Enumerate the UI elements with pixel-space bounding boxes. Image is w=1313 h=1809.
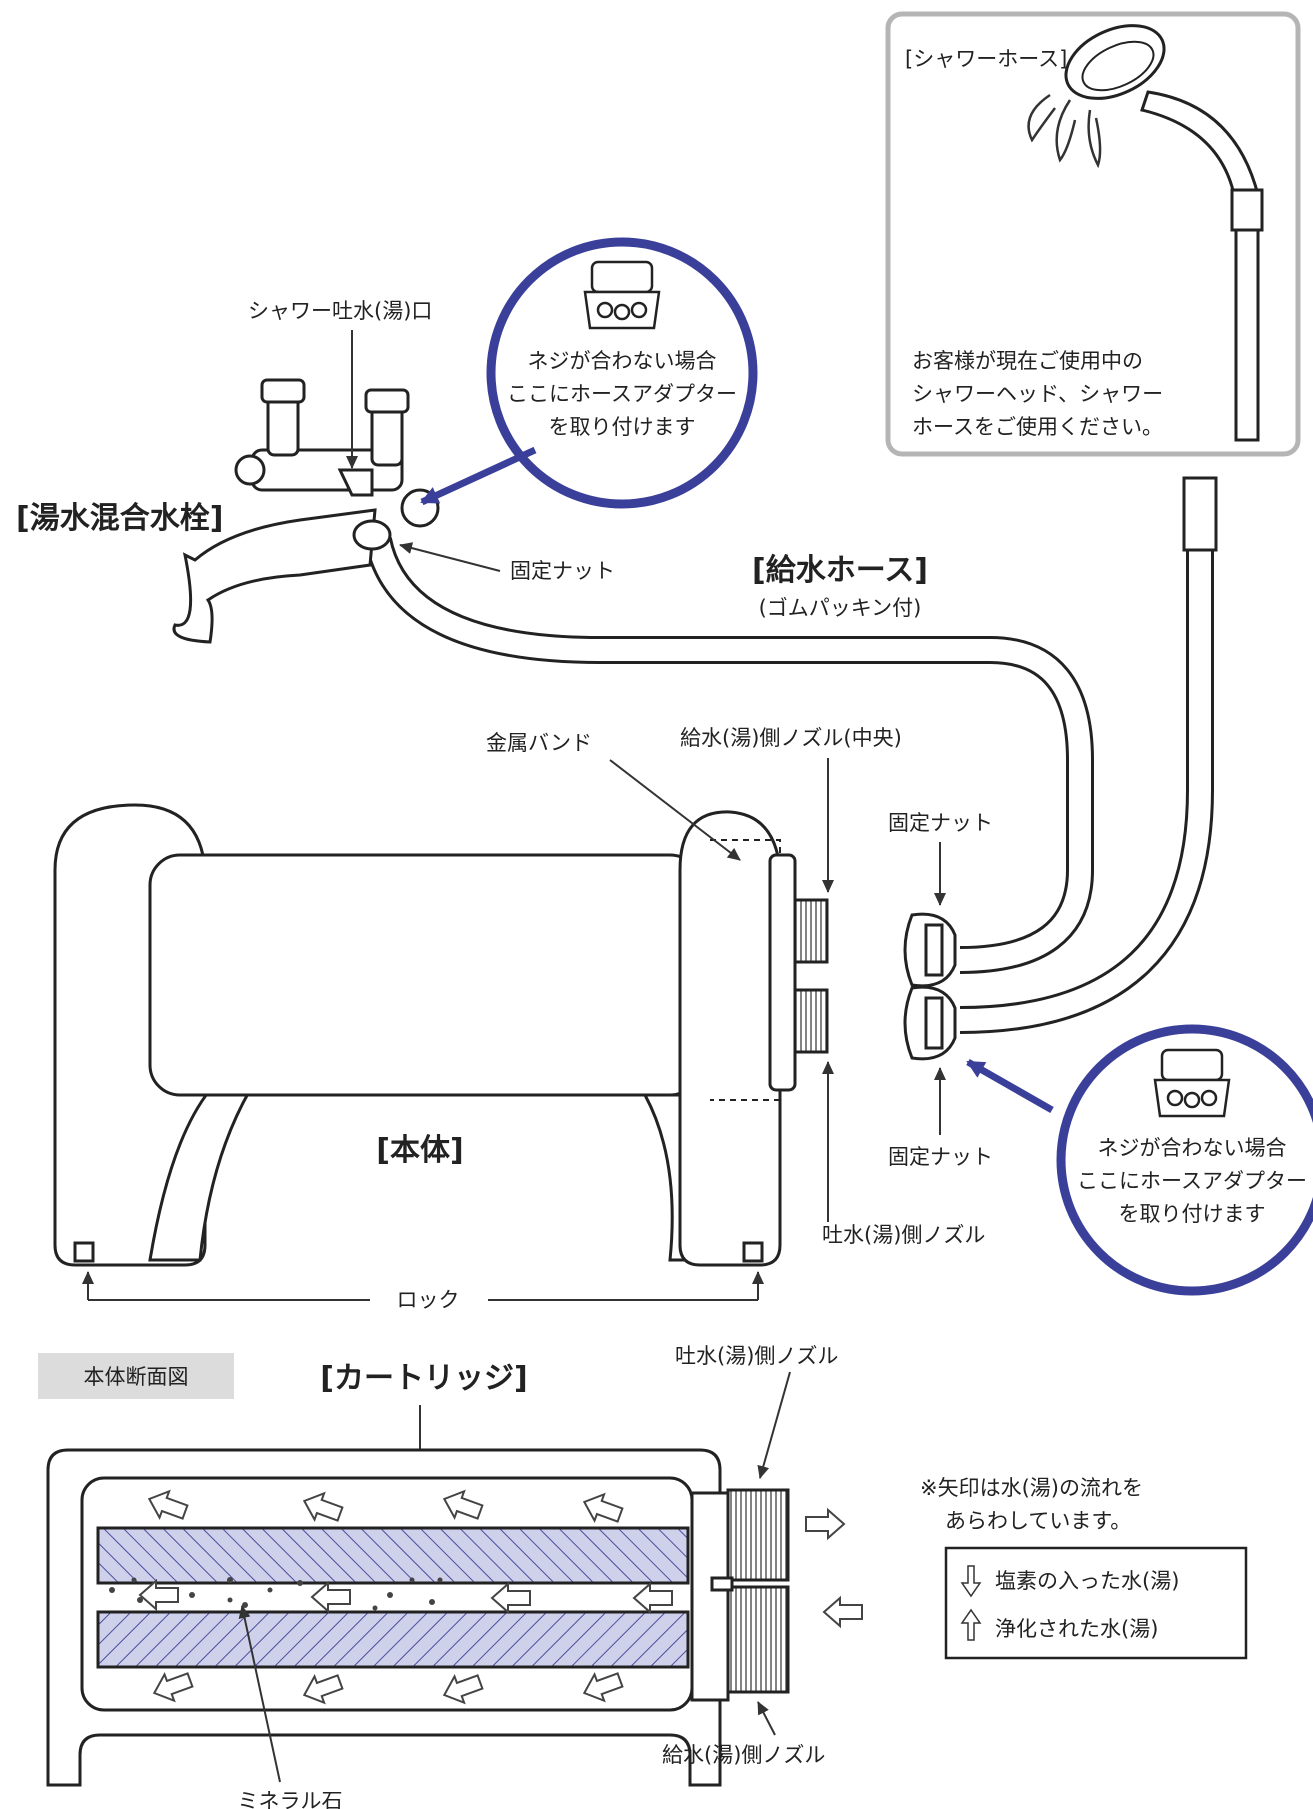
shower-hose-note-1: お客様が現在ご使用中の bbox=[912, 349, 1143, 373]
section-outlet-pointer bbox=[757, 1371, 791, 1479]
purified-arrow-icon bbox=[960, 1608, 982, 1641]
cartridge-label: [カートリッジ] bbox=[320, 1361, 527, 1396]
nut-top-label: 固定ナット bbox=[888, 811, 993, 835]
legend-chlorine: 塩素の入った水(湯) bbox=[995, 1569, 1179, 1593]
section-inlet-pointer bbox=[757, 1701, 776, 1736]
adapter-callout-bottom: ネジが合わない場合 ここにホースアダプター を取り付けます bbox=[1056, 1024, 1313, 1296]
lock-label: ロック bbox=[397, 1288, 460, 1312]
shower-hose-note-3: ホースをご使用ください。 bbox=[912, 415, 1163, 439]
supply-hose-subtitle: (ゴムパッキン付) bbox=[759, 596, 922, 620]
section-outlet-label: 吐水(湯)側ノズル bbox=[675, 1344, 838, 1368]
faucet-nut-label: 固定ナット bbox=[510, 559, 615, 583]
faucet-title: [湯水混合水栓] bbox=[16, 501, 223, 536]
adapter-top-pointer bbox=[420, 446, 537, 506]
mineral-stones bbox=[109, 1577, 443, 1611]
shower-hose bbox=[959, 476, 1218, 1034]
adapter-bottom-line-2: ここにホースアダプター bbox=[1077, 1169, 1307, 1193]
inlet-nozzle-label: 給水(湯)側ノズル(中央) bbox=[680, 726, 902, 750]
main-unit bbox=[53, 803, 829, 1267]
hose-adapter-icon bbox=[583, 260, 661, 330]
section-badge: 本体断面図 bbox=[84, 1365, 189, 1389]
shower-outlet-label: シャワー吐水(湯)口 bbox=[248, 299, 432, 323]
adapter-bottom-line-1: ネジが合わない場合 bbox=[1098, 1136, 1287, 1160]
mixer-faucet bbox=[172, 378, 440, 644]
mineral-label: ミネラル石 bbox=[238, 1789, 343, 1809]
body-label: [本体] bbox=[376, 1133, 463, 1168]
adapter-top-line-2: ここにホースアダプター bbox=[507, 382, 737, 406]
legend-purified: 浄化された水(湯) bbox=[995, 1617, 1158, 1641]
section-body bbox=[46, 1448, 790, 1787]
lock-bracket bbox=[82, 1271, 764, 1301]
nut-bottom-label: 固定ナット bbox=[888, 1145, 993, 1169]
adapter-bottom-pointer bbox=[966, 1058, 1054, 1114]
band-label: 金属バンド bbox=[486, 731, 592, 755]
legend-note-2: あらわしています。 bbox=[945, 1509, 1131, 1533]
shower-head-icon bbox=[1064, 24, 1264, 442]
supply-hose bbox=[364, 536, 1094, 974]
fixed-nut-bottom bbox=[903, 985, 957, 1061]
shower-hose-title: [シャワーホース] bbox=[905, 47, 1067, 71]
shower-hose-note-2: シャワーヘッド、シャワー bbox=[912, 382, 1163, 406]
mineral-pointer bbox=[238, 1605, 281, 1783]
chlorine-arrow-icon bbox=[960, 1565, 982, 1598]
hose-adapter-icon bbox=[1153, 1048, 1231, 1118]
faucet-nut-pointer bbox=[399, 542, 501, 572]
adapter-callout-top: ネジが合わない場合 ここにホースアダプター を取り付けます bbox=[486, 237, 758, 509]
legend-box: 塩素の入った水(湯) 浄化された水(湯) bbox=[944, 1546, 1248, 1660]
band-pointer bbox=[609, 759, 741, 861]
legend-note-1: ※矢印は水(湯)の流れを bbox=[920, 1476, 1143, 1500]
water-spray-icon bbox=[1027, 93, 1102, 169]
supply-hose-title: [給水ホース] bbox=[752, 553, 928, 588]
flow-arrows bbox=[138, 1489, 863, 1705]
fixed-nut-top bbox=[903, 912, 957, 988]
shower-hose-box: [シャワーホース] お客様が現在ご使用中の シャワーヘッド、シャワー ホースをご… bbox=[885, 11, 1301, 457]
adapter-top-line-1: ネジが合わない場合 bbox=[528, 349, 717, 373]
section-badge-bg bbox=[38, 1353, 234, 1399]
section-inlet-label: 給水(湯)側ノズル bbox=[662, 1743, 825, 1767]
adapter-bottom-line-3: を取り付けます bbox=[1119, 1202, 1266, 1226]
outlet-nozzle-label: 吐水(湯)側ノズル bbox=[822, 1223, 985, 1247]
adapter-top-line-3: を取り付けます bbox=[549, 415, 696, 439]
